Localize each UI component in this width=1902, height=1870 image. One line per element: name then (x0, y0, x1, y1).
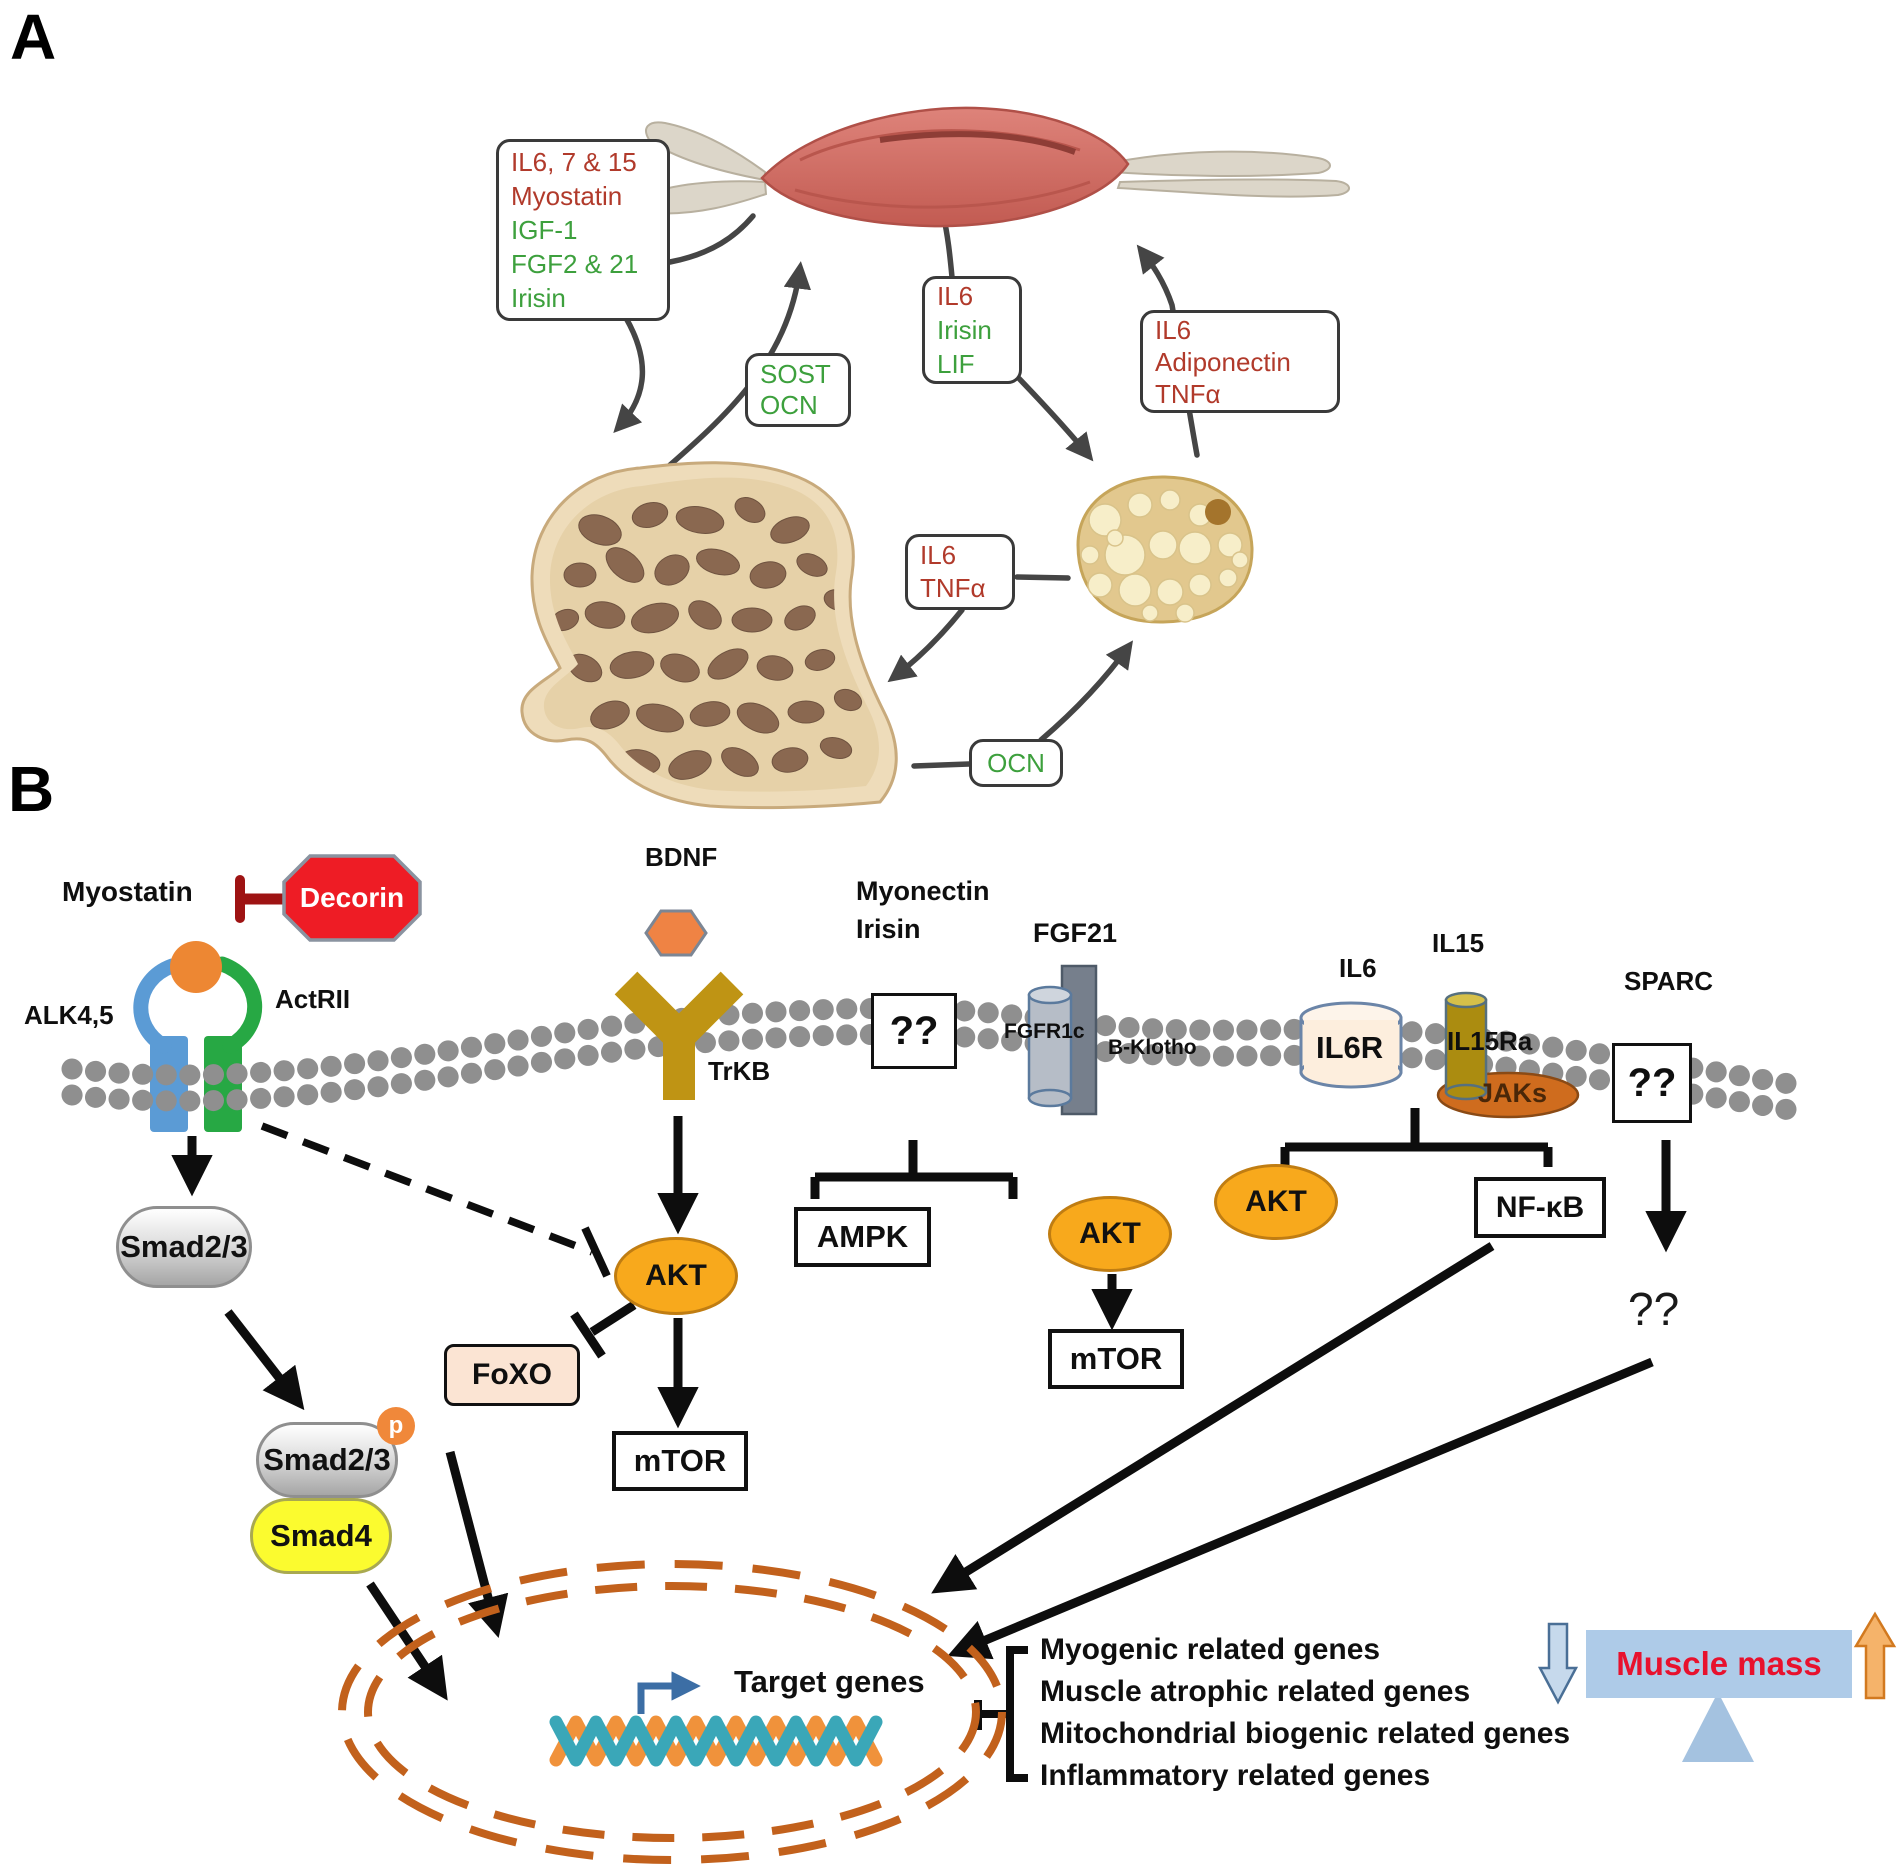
il15ra-label: IL15Ra (1447, 1026, 1533, 1056)
actrii-label: ActRII (275, 984, 351, 1014)
myonectin-label: Myonectin (856, 876, 990, 906)
jaks-label: JAKs (1478, 1078, 1548, 1108)
factor-tnfa: TNFα (920, 573, 986, 603)
myostatin-label: Myostatin (62, 876, 193, 907)
bone-to-fat-box: OCN (969, 739, 1063, 787)
gene-list-item-atrophic: Muscle atrophic related genes (1040, 1675, 1471, 1708)
smad23-phospho-pill: Smad2/3 (256, 1422, 398, 1498)
muscle-mass-panel: Muscle mass (1586, 1630, 1852, 1698)
musclebox-to-fat-arrow (1004, 363, 1094, 462)
il15ra-receptor (1436, 991, 1580, 1119)
il6r-label: IL6R (1316, 1030, 1384, 1065)
sparc-label: SPARC (1624, 966, 1714, 996)
akt-node-3: AKT (1214, 1164, 1338, 1240)
increase-arrow-icon (1853, 1611, 1897, 1700)
unknown-receptor-box-sparc: ?? (1612, 1043, 1692, 1123)
dna-helix (549, 1715, 883, 1767)
akt-node-2: AKT (1048, 1196, 1172, 1272)
il6r-cylinder (1299, 1001, 1403, 1089)
smad23-pill: Smad2/3 (116, 1206, 252, 1288)
gene-list-item-myogenic: Myogenic related genes (1040, 1633, 1381, 1666)
actrii-inhibits-akt-dashed (260, 1122, 594, 1256)
fat-to-bone-box: IL6 TNFα (905, 534, 1015, 610)
factor-sost: SOST (760, 359, 831, 389)
unknown-receptor-box-myonectin: ?? (871, 993, 957, 1069)
panel-b-label: B (8, 753, 55, 825)
mtor-box-2: mTOR (1048, 1329, 1184, 1389)
seesaw-fulcrum-triangle (1682, 1692, 1754, 1762)
bone-illustration (520, 461, 898, 810)
secretome-to-bone-arrow (613, 315, 646, 434)
fat-illustration (1076, 475, 1254, 624)
akt-node-1: AKT (614, 1237, 738, 1315)
decorin-octagon (282, 854, 422, 942)
gene-list-item-inflammatory: Inflammatory related genes (1040, 1759, 1431, 1792)
bdnf-hexagon (644, 909, 708, 957)
factor-ocn: OCN (760, 390, 818, 420)
factor-il6: IL6 (1155, 314, 1192, 345)
akt-inhibits-foxo-tbar (589, 1301, 637, 1336)
factor-irisin: Irisin (937, 315, 992, 345)
transcription-start-arrow (637, 1671, 701, 1714)
alk45-label: ALK4,5 (24, 1000, 114, 1030)
muscle-to-fat-box: IL6 Irisin LIF (922, 276, 1022, 384)
il6-label: IL6 (1339, 953, 1377, 983)
il15-label: IL15 (1432, 928, 1485, 958)
fgfr1c-label: FGFR1c (1004, 1020, 1085, 1043)
bklotho-label: B-Klotho (1108, 1036, 1197, 1059)
trkb-receptor (614, 971, 744, 1100)
factor-myostatin: Myostatin (511, 181, 623, 211)
decorin-label: Decorin (299, 882, 405, 913)
myostatin-ligand-ball (170, 941, 222, 993)
smad4-pill: Smad4 (250, 1498, 392, 1574)
gene-list-item-mitochondrial: Mitochondrial biogenic related genes (1040, 1717, 1571, 1750)
factor-ocn: OCN (987, 747, 1045, 778)
panel-a-label: A (10, 1, 57, 73)
target-genes-label: Target genes (734, 1664, 925, 1699)
factor-il6: IL6 (937, 281, 974, 311)
factor-il6-7-15: IL6, 7 & 15 (511, 147, 637, 177)
mtor-box-1: mTOR (612, 1431, 748, 1491)
gene-list-bracket (1006, 1646, 1028, 1782)
irisin-label: Irisin (856, 914, 921, 944)
factor-lif: LIF (937, 349, 975, 379)
unknown-mediator-text: ?? (1628, 1283, 1680, 1335)
fat-nucleus-dot (1205, 499, 1231, 525)
fatbox-to-bone-arrow (887, 607, 965, 683)
trkb-label: TrKB (708, 1056, 771, 1086)
muscle-illustration (637, 106, 1350, 228)
ampk-box: AMPK (794, 1207, 931, 1267)
bdnf-label: BDNF (645, 842, 718, 872)
fgf21-receptor-complex (1027, 964, 1098, 1116)
decorin-inhibition-tbar (235, 875, 293, 923)
fat-to-muscle-box: IL6 Adiponectin TNFα (1140, 310, 1340, 413)
factor-igf1: IGF-1 (511, 215, 578, 245)
fgfr1c-cylinder-body (1027, 993, 1073, 1100)
decrease-arrow-icon (1537, 1622, 1579, 1705)
phospho-badge: p (377, 1407, 415, 1445)
bone-to-muscle-box: SOST OCN (745, 353, 851, 427)
muscle-to-secretome-leader (667, 213, 756, 265)
muscle-mass-seesaw (1537, 1611, 1897, 1762)
bracket-il6-il15 (1280, 1108, 1553, 1167)
foxo-box: FoXO (444, 1344, 580, 1406)
factor-adiponectin: Adiponectin (1155, 346, 1291, 377)
factor-fgf2-21: FGF2 & 21 (511, 249, 639, 279)
nfkb-box: NF-κB (1474, 1177, 1606, 1238)
factor-tnfa: TNFα (1155, 378, 1221, 409)
ocn-to-fat-arrow (1038, 640, 1134, 743)
factor-il6: IL6 (920, 540, 957, 570)
fat-to-fatbox-leader (1014, 574, 1071, 581)
bone-to-ocn-leader (911, 761, 972, 769)
muscle-secretome-box: IL6, 7 & 15 Myostatin IGF-1 FGF2 & 21 Ir… (496, 139, 670, 321)
nucleus (338, 1560, 1006, 1864)
myostatin-receptor-complex (133, 941, 262, 1054)
factor-irisin: Irisin (511, 283, 566, 313)
fgf21-label: FGF21 (1033, 918, 1118, 948)
bracket-myonectin-fgf21 (810, 1140, 1018, 1199)
